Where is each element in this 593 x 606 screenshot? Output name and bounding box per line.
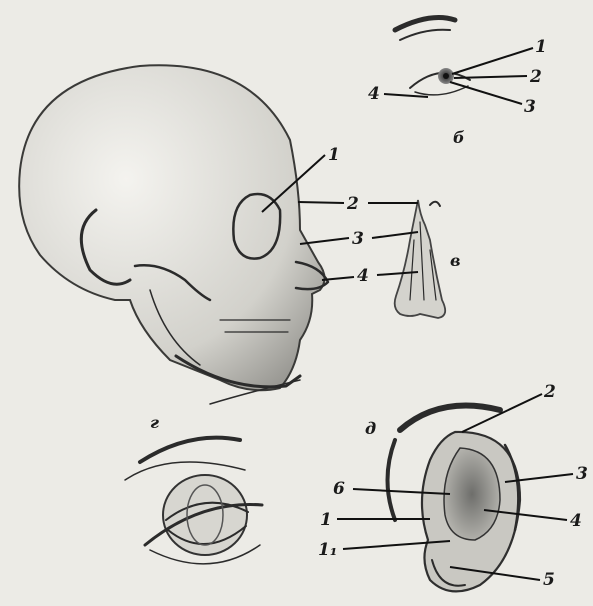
label-d-6: 6 bbox=[333, 479, 345, 499]
label-d-3: 3 bbox=[576, 464, 588, 484]
ear-drawing-d bbox=[388, 406, 521, 592]
section-letter-b: б bbox=[453, 128, 465, 147]
skull-drawing bbox=[19, 65, 328, 404]
label-d-1: 1 bbox=[320, 510, 332, 530]
label-d-5: 5 bbox=[543, 570, 555, 590]
label-v-4: 4 bbox=[357, 266, 369, 286]
leader-lines-b bbox=[384, 48, 533, 104]
label-d-4: 4 bbox=[570, 511, 582, 531]
section-letter-v: в bbox=[450, 251, 461, 270]
label-skull-1: 1 bbox=[328, 145, 340, 165]
label-v-2: 2 bbox=[346, 194, 359, 214]
label-b-2: 2 bbox=[529, 67, 542, 87]
eyeball-drawing-g bbox=[125, 438, 262, 564]
label-d-2: 2 bbox=[543, 382, 556, 402]
eye-drawing-b bbox=[395, 18, 470, 95]
section-letter-g: г bbox=[150, 413, 159, 432]
label-b-4: 4 bbox=[368, 84, 380, 104]
label-b-1: 1 bbox=[535, 37, 547, 57]
label-v-3: 3 bbox=[352, 229, 364, 249]
section-letter-d: д bbox=[365, 419, 376, 438]
label-b-3: 3 bbox=[524, 97, 536, 117]
pupil-shape bbox=[443, 73, 449, 79]
label-d-1-sub: 1₁ bbox=[318, 540, 337, 560]
nasal-bones-drawing-v bbox=[395, 200, 446, 318]
